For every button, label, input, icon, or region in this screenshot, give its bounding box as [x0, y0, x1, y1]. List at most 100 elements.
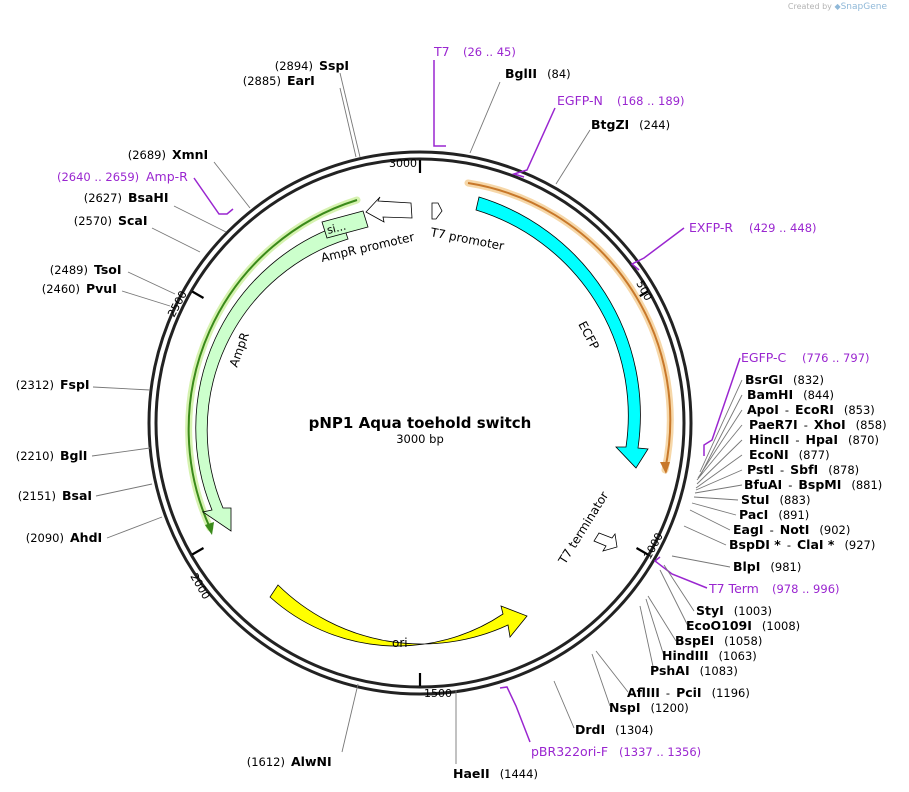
- leader-afliii: [595, 650, 629, 693]
- enzyme-position: (2460): [42, 282, 80, 296]
- enzyme-econi[interactable]: EcoNI (877): [749, 447, 830, 462]
- enzyme-name: BglI: [60, 448, 87, 463]
- enzyme-bspei[interactable]: BspEI(1058): [675, 633, 762, 648]
- leader-paer7i: [696, 424, 743, 481]
- enzyme-name: EcoO109I: [686, 618, 752, 633]
- enzyme-label: HindIII(1063): [662, 648, 757, 663]
- enzyme-psti[interactable]: PstI-SbfI(878): [747, 462, 859, 477]
- enzyme-xmni[interactable]: (2689)XmnI: [128, 147, 208, 162]
- enzyme-position: (870): [848, 433, 879, 447]
- enzyme-label: EcoNI (877): [749, 447, 830, 462]
- enzyme-bgli[interactable]: (2210)BglI: [16, 448, 88, 463]
- enzyme-separator: -: [780, 463, 784, 477]
- primer-t7term-range: (978 .. 996): [772, 582, 840, 596]
- enzyme-tsoi[interactable]: (2489)TsoI: [50, 262, 122, 277]
- enzyme-position: (2489): [50, 263, 88, 277]
- enzyme-ecoo109i[interactable]: EcoO109I(1008): [686, 618, 800, 633]
- enzyme-hindiii[interactable]: HindIII(1063): [662, 648, 757, 663]
- enzyme-name: BspEI: [675, 633, 714, 648]
- enzyme-bspdi[interactable]: BspDI *-ClaI *(927): [729, 537, 875, 552]
- enzyme-name: BfuAI: [744, 477, 782, 492]
- ampr-outline-line: [187, 199, 358, 529]
- leader-bamhi: [699, 394, 743, 477]
- enzyme-label: StyI(1003): [696, 603, 772, 618]
- enzyme-styi[interactable]: StyI(1003): [696, 603, 772, 618]
- enzyme-apoi[interactable]: ApoI-EcoRI(853): [747, 402, 875, 417]
- enzyme-bsrgi[interactable]: BsrGI(832): [745, 372, 824, 387]
- enzyme-leaders: [91, 72, 743, 764]
- enzyme-afliii[interactable]: AflIII-PciI(1196): [627, 685, 750, 700]
- enzyme-eagi[interactable]: EagI-NotI(902): [733, 522, 850, 537]
- enzyme-btgzi[interactable]: BtgZI(244): [591, 117, 670, 132]
- leader-btgzi: [555, 129, 591, 185]
- enzyme-drdi[interactable]: DrdI(1304): [575, 722, 653, 737]
- enzyme-label: EcoO109I(1008): [686, 618, 800, 633]
- enzyme-position: (2689): [128, 148, 166, 162]
- enzyme-name-2: NotI: [780, 522, 810, 537]
- enzyme-bsahi[interactable]: (2627)BsaHI: [84, 190, 169, 205]
- enzyme-stui[interactable]: StuI(883): [741, 492, 810, 507]
- enzyme-label: NspI(1200): [609, 700, 689, 715]
- leader-alwni: [341, 683, 359, 753]
- enzyme-name: FspI: [60, 377, 90, 392]
- leader-hincii: [696, 439, 743, 485]
- enzyme-pvui[interactable]: (2460) PvuI: [42, 281, 117, 296]
- enzyme-name: ScaI: [118, 213, 148, 228]
- enzyme-position: (844): [803, 388, 834, 402]
- enzyme-eari[interactable]: (2885)EarI: [243, 73, 315, 88]
- enzyme-sspi[interactable]: (2894) SspI: [275, 58, 349, 73]
- enzyme-name: HaeII: [453, 766, 490, 781]
- enzyme-blpi[interactable]: BlpI(981): [733, 559, 801, 574]
- enzyme-label: EagI-NotI(902): [733, 522, 850, 537]
- enzyme-name-2: ClaI *: [797, 537, 835, 552]
- t7-terminator-label: T7 terminator: [555, 489, 611, 567]
- enzyme-bamhi[interactable]: BamHI(844): [747, 387, 834, 402]
- enzyme-haeii[interactable]: HaeII(1444): [453, 766, 538, 781]
- enzyme-name: AflIII: [627, 685, 660, 700]
- signal-label: si...: [326, 220, 348, 237]
- leader-eari: [339, 87, 357, 158]
- primer-egfpc-name: EGFP-C: [741, 350, 787, 365]
- enzyme-name: ApoI: [747, 402, 779, 417]
- enzyme-paci[interactable]: PacI(891): [739, 507, 809, 522]
- enzyme-name: EcoNI: [749, 447, 789, 462]
- enzyme-hincii[interactable]: HincII-HpaI(870): [749, 432, 879, 447]
- enzyme-position: (1196): [712, 686, 750, 700]
- leader-scai: [151, 227, 201, 253]
- enzyme-pshai[interactable]: PshAI(1083): [650, 663, 738, 678]
- enzyme-name-2: BspMI: [798, 477, 841, 492]
- primer-exfpr-marker: [630, 227, 685, 271]
- enzyme-bfuai[interactable]: BfuAI-BspMI(881): [744, 477, 882, 492]
- enzyme-position: (2894): [275, 59, 313, 73]
- leader-styi: [663, 564, 695, 612]
- enzyme-name: PvuI: [86, 281, 117, 296]
- leader-bglii: [469, 81, 501, 154]
- enzyme-position: (2151): [18, 489, 56, 503]
- enzyme-name: DrdI: [575, 722, 605, 737]
- enzyme-name: SspI: [319, 58, 349, 73]
- enzyme-bglii[interactable]: BglII(84): [505, 66, 571, 81]
- enzyme-bsai[interactable]: (2151)BsaI: [18, 488, 92, 503]
- leader-stui: [693, 496, 739, 501]
- enzyme-paer7i[interactable]: PaeR7I-XhoI(858): [749, 417, 887, 432]
- enzyme-separator: -: [795, 433, 799, 447]
- enzyme-alwni[interactable]: (1612)AlwNI: [247, 754, 332, 769]
- primer-t7-marker: [433, 60, 446, 147]
- leader-pshai: [639, 605, 655, 672]
- enzyme-position: (853): [844, 403, 875, 417]
- ecfp-label: ECFP: [575, 319, 601, 352]
- enzyme-labels-right: BglII(84)BtgZI(244)BsrGI(832)BamHI(844)A…: [453, 66, 887, 781]
- enzyme-scai[interactable]: (2570)ScaI: [74, 213, 148, 228]
- primer-pbr-range: (1337 .. 1356): [619, 745, 701, 759]
- primer-pbr-marker: [499, 686, 531, 743]
- primer-t7-range: (26 .. 45): [463, 45, 516, 59]
- enzyme-position: (2090): [26, 531, 64, 545]
- enzyme-fspi[interactable]: (2312)FspI: [16, 377, 90, 392]
- enzyme-nspi[interactable]: NspI(1200): [609, 700, 689, 715]
- enzyme-position: (877): [799, 448, 830, 462]
- enzyme-name: PstI: [747, 462, 774, 477]
- enzyme-label: AflIII-PciI(1196): [627, 685, 750, 700]
- ori-feature: [269, 584, 528, 647]
- enzyme-ahdi[interactable]: (2090)AhdI: [26, 530, 102, 545]
